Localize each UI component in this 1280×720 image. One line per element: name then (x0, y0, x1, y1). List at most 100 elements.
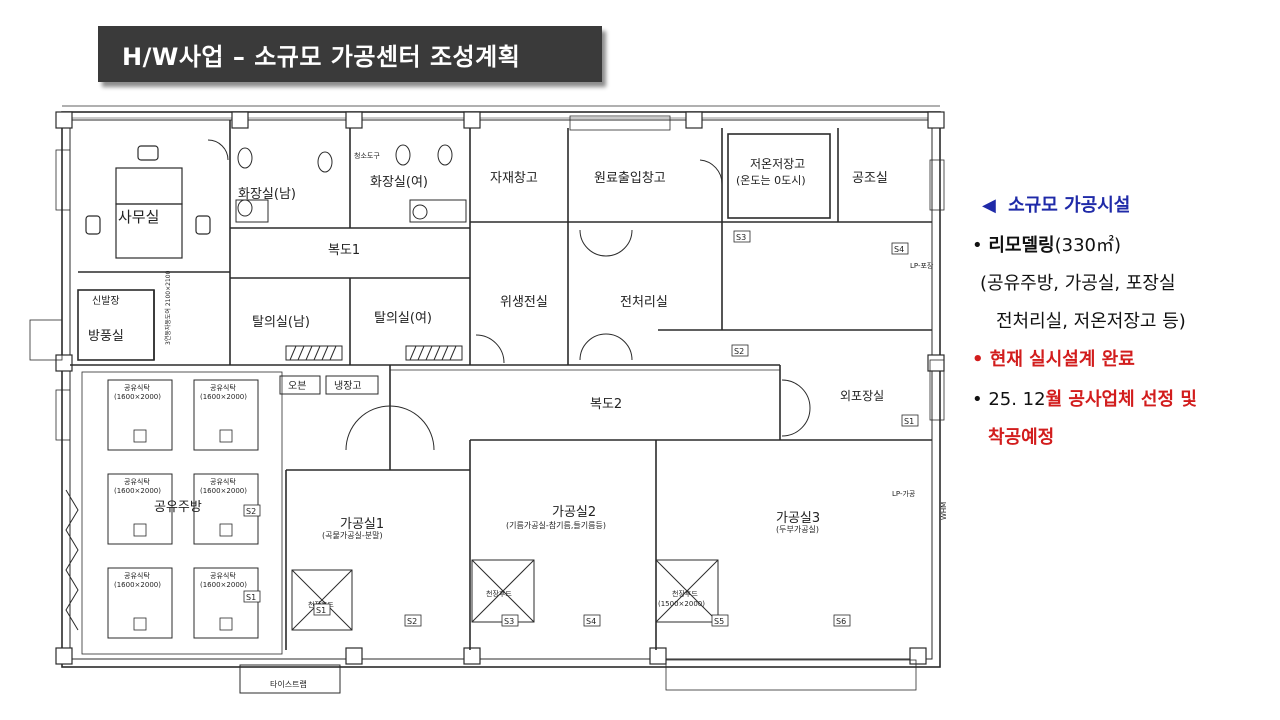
bullet-remodeling-bold: 리모델링 (988, 235, 1055, 256)
equipment-tag-text: S2 (407, 617, 417, 626)
bullet-remodeling: • 리모델링(330㎡) (972, 231, 1121, 257)
room-label-office: 사무실 (118, 208, 159, 226)
table-size: (1600×2000) (114, 393, 161, 401)
bullet-schedule-rest: 월 공사업체 선정 및 (1045, 389, 1197, 410)
equipment-tag-text: S1 (246, 593, 256, 602)
shared-table: 공유식탁(1600×2000) (107, 473, 173, 545)
bullet-schedule: • 25. 12월 공사업체 선정 및 (972, 385, 1197, 411)
shared-table: 공유식탁(1600×2000) (107, 567, 173, 639)
equipment-tag: S6 (833, 614, 851, 627)
table-label: 공유식탁 (124, 383, 150, 392)
room-label-proc2: 가공실2 (552, 505, 596, 520)
room-label-raw: 원료출입창고 (594, 171, 666, 186)
room-label-toilet-m: 화장실(남) (238, 187, 296, 202)
equipment-tag: S3 (501, 614, 519, 627)
equipment-tag: S5 (711, 614, 729, 627)
room-label-proc1: 가공실1 (340, 517, 384, 532)
room-label-proc2-sub: (기름가공실-참기름,들기름등) (506, 520, 606, 530)
equipment-tag-text: S5 (714, 617, 724, 626)
shared-tables: 공유식탁(1600×2000)공유식탁(1600×2000)공유식탁(1600×… (107, 379, 259, 639)
equipment-tag: S2 (731, 344, 749, 357)
equipment-tag-text: S6 (836, 617, 846, 626)
room-label-changing-f: 탈의실(여) (374, 311, 432, 326)
label-hood-2: 천장후드 (486, 589, 512, 598)
equipment-tag-text: S4 (894, 245, 904, 254)
structural-columns (55, 111, 945, 665)
equipment-tag: S2 (243, 504, 261, 517)
equipment-tag-text: S4 (586, 617, 596, 626)
label-fridge: 냉장고 (334, 380, 362, 392)
room-label-proc3-sub: (두부가공실) (776, 524, 819, 534)
equipment-tag-text: S2 (246, 507, 256, 516)
label-oven: 오븐 (288, 380, 306, 392)
room-label-proc1-sub: (곡물가공실-분말) (322, 530, 383, 540)
room-label-air: 공조실 (852, 171, 888, 186)
room-label-proc3: 가공실3 (776, 511, 820, 526)
bullet-schedule-prefix: • 25. 12 (972, 389, 1046, 410)
equipment-tag-text: S1 (316, 606, 326, 615)
equipment-tag: S1 (243, 590, 261, 603)
equipment-tag: S4 (583, 614, 601, 627)
shared-table: 공유식탁(1600×2000) (193, 567, 259, 639)
room-label-kitchen: 공유주방 (154, 500, 202, 515)
equipment-tag: S4 (891, 242, 909, 255)
table-label: 공유식탁 (124, 477, 150, 486)
table-label: 공유식탁 (124, 571, 150, 580)
room-label-toilet-f: 화장실(여) (370, 175, 428, 190)
equipment-tag: S2 (404, 614, 422, 627)
summary-heading-text: 소규모 가공시설 (1008, 195, 1131, 216)
bullet-remodeling-line3: 전처리실, 저온저장고 등) (996, 311, 1186, 332)
room-label-shoe: 신발장 (92, 295, 120, 307)
bullet-remodeling-line2: (공유주방, 가공실, 포장실 (980, 273, 1176, 294)
room-label-outer-pack: 외포장실 (840, 389, 884, 403)
room-label-windbreak: 방풍실 (88, 329, 124, 344)
table-label: 공유식탁 (210, 383, 236, 392)
table-size: (1600×2000) (200, 581, 247, 589)
equipment-tag-text: S3 (504, 617, 514, 626)
equipment-tag-text: S2 (734, 347, 744, 356)
room-label-corridor1: 복도1 (328, 243, 360, 258)
shared-table: 공유식탁(1600×2000) (107, 379, 173, 451)
equipment-tag: S1 (313, 603, 331, 616)
shared-table: 공유식탁(1600×2000) (193, 379, 259, 451)
table-label: 공유식탁 (210, 477, 236, 486)
table-size: (1600×2000) (200, 487, 247, 495)
outer-wall (61, 111, 941, 668)
table-label: 공유식탁 (210, 571, 236, 580)
room-label-cold-1: 저온저장고 (750, 157, 805, 171)
bullet-schedule-line2: 착공예정 (988, 427, 1055, 448)
label-whm: WHM (940, 502, 948, 520)
equipment-tag: S3 (733, 230, 751, 243)
page-title: H/W사업 – 소규모 가공센터 조성계획 (98, 26, 602, 82)
label-hood-3: 천장후드 (672, 589, 698, 598)
room-label-changing-m: 탈의실(남) (252, 315, 310, 330)
bullet-remodeling-area: (330㎡) (1054, 235, 1122, 256)
room-label-preprocess: 전처리실 (620, 295, 668, 310)
office-furniture (85, 145, 211, 259)
lockers (285, 345, 463, 361)
table-size: (1600×2000) (200, 393, 247, 401)
room-label-cold-2: (온도는 0도시) (736, 174, 806, 187)
inner-wall (69, 119, 933, 660)
table-size: (1600×2000) (114, 487, 161, 495)
exhaust-hoods (291, 559, 719, 631)
summary-heading: ◀ 소규모 가공시설 (982, 191, 1130, 217)
equipment-tag-text: S3 (736, 233, 746, 242)
label-hood-size: (1500×2000) (658, 600, 705, 608)
room-label-corridor2: 복도2 (590, 397, 622, 412)
equipment-tag: S1 (901, 414, 919, 427)
label-tile: 타이스트랩 (270, 679, 307, 689)
bullet-design-complete: • 현재 실시설계 완료 (972, 349, 1135, 370)
equipment-tag-text: S1 (904, 417, 914, 426)
label-lp-pack: LP-포장 (910, 261, 934, 270)
heading-marker-icon: ◀ (982, 195, 996, 216)
cold-storage-box (727, 133, 831, 219)
floor-plan: 공유식탁(1600×2000)공유식탁(1600×2000)공유식탁(1600×… (29, 105, 948, 694)
bullet-remodeling-marker: • (972, 235, 983, 256)
label-lp-proc: LP-가공 (892, 489, 916, 498)
table-size: (1600×2000) (114, 581, 161, 589)
label-door-spec: 3연동자동도어 2100×2100 (164, 270, 172, 345)
room-label-sanitary: 위생전실 (500, 295, 548, 310)
room-label-material: 자재창고 (490, 171, 538, 186)
